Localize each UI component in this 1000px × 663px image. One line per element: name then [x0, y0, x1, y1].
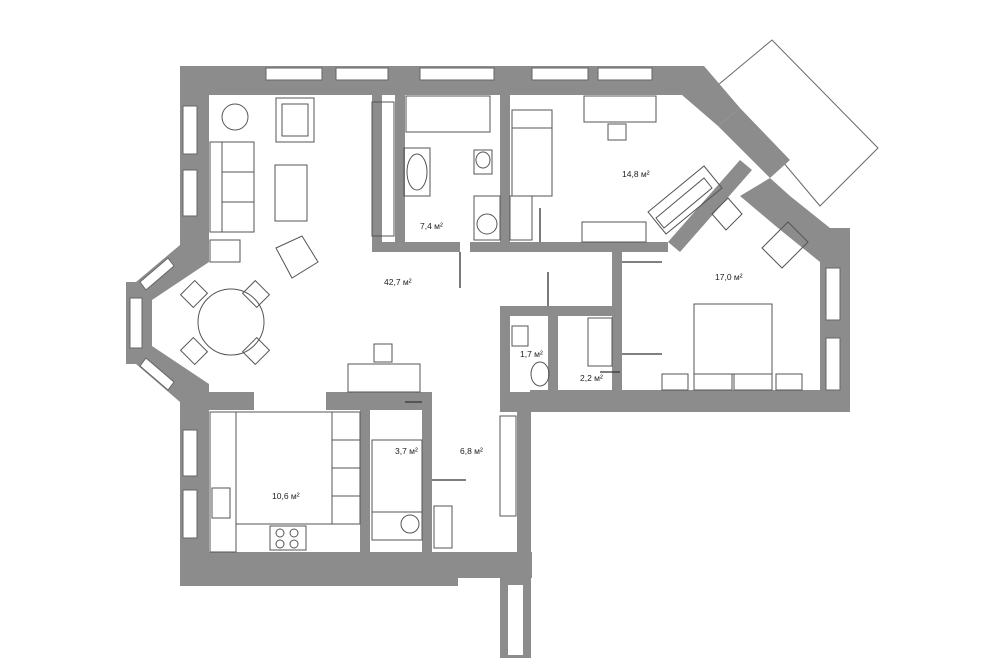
area-label-hall: 6,8 м²: [460, 446, 483, 456]
furniture: [179, 95, 809, 553]
area-label-wc: 1,7 м²: [520, 349, 543, 359]
balcony: [717, 39, 879, 207]
doors: [405, 208, 662, 481]
area-label-bath: 7,4 м²: [420, 221, 443, 231]
walls: [126, 66, 850, 658]
area-label-laundry: 3,7 м²: [395, 446, 418, 456]
area-label-closet: 2,2 м²: [580, 373, 603, 383]
area-label-kitchen: 10,6 м²: [272, 491, 300, 501]
area-label-living: 42,7 м²: [384, 277, 412, 287]
area-label-bedroom-2: 17,0 м²: [715, 272, 743, 282]
windows: [129, 67, 841, 539]
area-label-bedroom-1: 14,8 м²: [622, 169, 650, 179]
